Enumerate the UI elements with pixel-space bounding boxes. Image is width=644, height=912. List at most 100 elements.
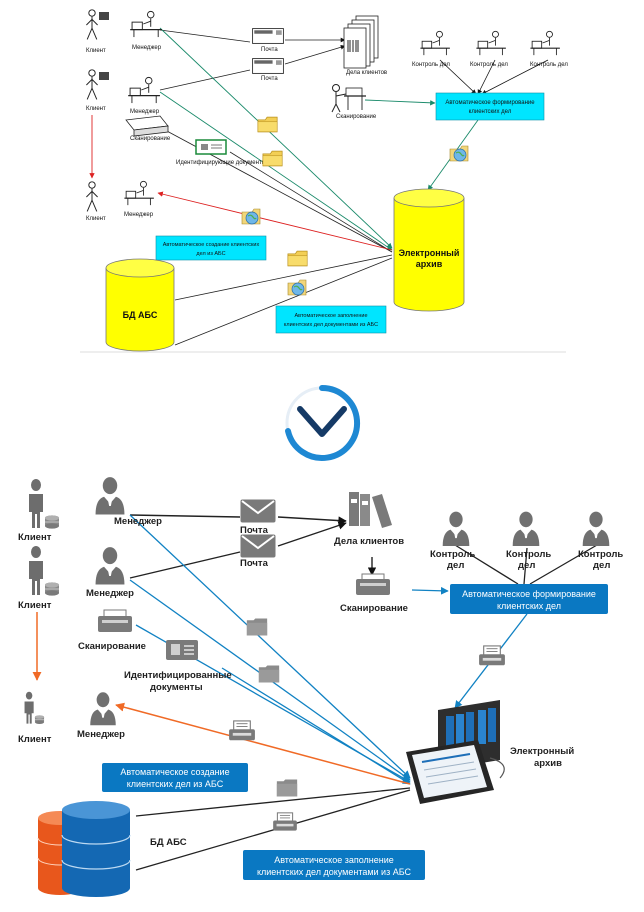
new-line-m1-mail1	[129, 514, 241, 518]
new-auto-fill-text-2: клиентских дел документами из АБС	[257, 867, 412, 877]
new-control-label-1b: дел	[447, 560, 464, 571]
old-client-cases-label: Дела клиентов	[346, 70, 387, 76]
old-mail-label-2: Почта	[261, 76, 278, 82]
new-client-cases-icon	[349, 492, 392, 528]
new-client-icon-2	[28, 545, 60, 596]
new-diagram: Клиент Клиент Клиент Менеджер Менеджер М…	[18, 477, 623, 897]
old-line-scan-autoform	[364, 99, 436, 106]
new-id-docs-label-2: документы	[150, 682, 203, 693]
old-client-label-2: Клиент	[86, 106, 106, 112]
old-auto-form-text-1: Автоматическое формирование	[445, 100, 535, 106]
new-mail-label-1: Почта	[240, 525, 269, 536]
new-auto-fill-text-1: Автоматическое заполнение	[274, 855, 394, 865]
old-auto-form-text-2: клиентских дел	[469, 109, 512, 115]
new-mail-icon-1	[240, 499, 276, 523]
new-auto-create-text-2: клиентских дел из АБС	[127, 779, 224, 789]
new-scanner-icon	[98, 609, 132, 632]
old-line-manager2-archive	[159, 91, 393, 251]
old-scan-operator-icon	[331, 84, 366, 113]
old-mail-label-1: Почта	[261, 47, 278, 53]
new-auto-form-text-2: клиентских дел	[497, 601, 561, 611]
new-control-label-2b: дел	[518, 560, 535, 571]
new-line-docs-archive	[221, 667, 411, 785]
old-id-docs-icon	[195, 139, 227, 155]
new-auto-create-box	[102, 763, 248, 792]
new-manager-icon-3	[90, 692, 116, 726]
new-control-label-2a: Контроль	[506, 549, 551, 560]
old-scanner-icon	[125, 115, 169, 137]
new-manager-label-3: Менеджер	[77, 729, 125, 740]
new-e-archive-label-1: Электронный	[510, 746, 574, 757]
old-auto-fill-text-2: клиентских дел документами из АБС	[284, 322, 378, 328]
new-auto-create-text-1: Автоматическое создание	[120, 767, 229, 777]
old-e-archive-cylinder	[393, 188, 465, 312]
new-manager-label-1: Менеджер	[114, 516, 162, 527]
old-control-label-3: Контроль дел	[530, 62, 568, 68]
new-fax-icon-3	[272, 812, 298, 832]
old-line-manager1-archive	[159, 27, 393, 249]
old-line-archive-manager	[157, 191, 393, 251]
old-id-docs-label: Идентифицирующие документы	[176, 160, 266, 166]
old-line-ctrl3-autoform	[481, 59, 549, 95]
chevron-down-icon	[297, 406, 347, 437]
new-control-icon-2	[512, 511, 540, 546]
old-line-abs-archive-1	[174, 254, 393, 301]
old-scanning-label-2: Сканирование	[336, 114, 377, 120]
old-client-label-1: Клиент	[86, 48, 106, 54]
new-client-icon-1	[28, 478, 60, 529]
old-auto-fill-box	[275, 305, 387, 334]
new-line-ctrl1-autoform	[454, 544, 519, 585]
new-auto-fill-box	[243, 850, 425, 880]
old-auto-form-box	[435, 92, 545, 121]
new-client-label-2: Клиент	[18, 600, 52, 611]
new-control-label-3b: дел	[593, 560, 610, 571]
new-folder-icon-1	[246, 618, 268, 636]
old-line-ctrl1-autoform	[439, 59, 477, 95]
new-abs-db-icon	[37, 801, 131, 897]
old-auto-create-box	[155, 235, 267, 261]
old-manager-label-1: Менеджер	[132, 45, 162, 51]
old-auto-fill-text-1: Автоматическое заполнение	[294, 313, 367, 319]
new-folder-icon-3	[276, 779, 298, 797]
old-manager-label-3: Менеджер	[124, 212, 154, 218]
old-diagram: Клиент Клиент Клиент Менеджер Менеджер М…	[66, 0, 578, 355]
new-manager-icon-2	[95, 547, 125, 585]
old-e-archive-label-2: архив	[416, 259, 443, 269]
new-client-label-1: Клиент	[18, 532, 52, 543]
new-id-docs-icon	[166, 640, 198, 660]
old-control-label-2: Контроль дел	[470, 62, 508, 68]
new-control-label-3a: Контроль	[578, 549, 623, 560]
old-line-ctrl2-autoform	[477, 59, 496, 95]
new-scanning-label-1: Сканирование	[78, 641, 146, 652]
new-auto-form-box	[450, 584, 608, 614]
old-line-docs-archive	[229, 151, 393, 253]
new-line-ctrl3-autoform	[529, 544, 598, 585]
new-auto-form-text-1: Автоматическое формирование	[462, 589, 596, 599]
new-e-archive-icon	[406, 700, 505, 804]
old-mail-icon-1	[252, 28, 284, 44]
new-mail-label-2: Почта	[240, 558, 269, 569]
old-control-label-1: Контроль дел	[412, 62, 450, 68]
new-line-abs-archive-2	[135, 789, 411, 871]
new-scanner-2-icon	[356, 573, 390, 595]
old-line-mail2-cases	[284, 44, 346, 65]
old-line-manager-mail1	[159, 29, 251, 43]
new-abs-db-label: БД АБС	[150, 837, 187, 848]
divider-ring	[285, 385, 361, 461]
old-client-label-3: Клиент	[86, 216, 106, 222]
new-manager-icon-1	[95, 477, 125, 515]
new-client-label-3: Клиент	[18, 734, 52, 745]
new-manager-label-2: Менеджер	[86, 588, 134, 599]
new-control-icon-1	[442, 511, 470, 546]
old-line-abs-archive-2	[174, 257, 393, 346]
new-control-icon-3	[582, 511, 610, 546]
old-abs-db-cylinder	[105, 258, 175, 352]
old-auto-create-text-2: дел из АБС	[196, 251, 225, 257]
old-abs-db-label: БД АБС	[123, 310, 158, 320]
new-control-label-1a: Контроль	[430, 549, 475, 560]
new-line-abs-archive-1	[135, 787, 411, 817]
new-line-m2-mail2	[129, 551, 241, 579]
old-money-icon-1	[99, 12, 109, 20]
old-line-manager-mail2	[159, 69, 251, 91]
